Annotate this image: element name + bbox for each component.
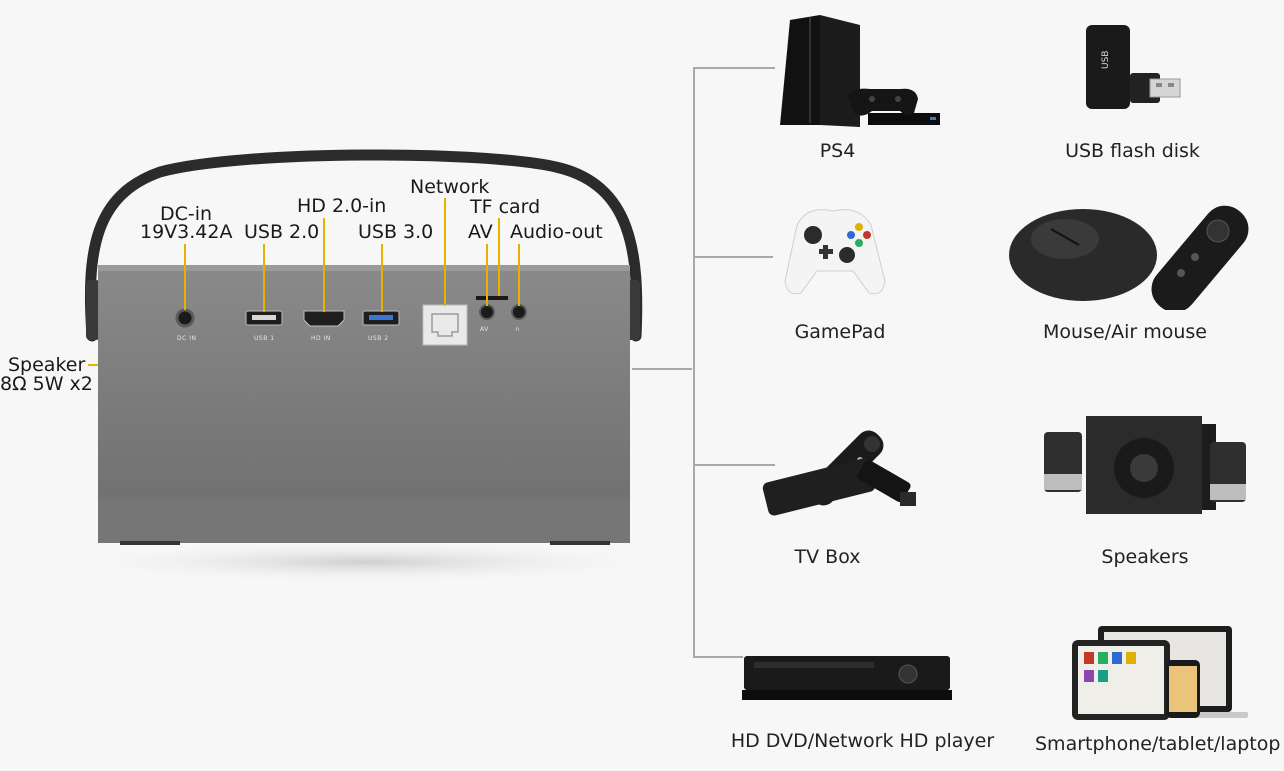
callout-usb3: USB 3.0 [358, 221, 434, 243]
mouse-icon [1009, 205, 1249, 310]
panel-label-ear: ∩ [515, 326, 520, 333]
leader-audio [518, 244, 520, 306]
leader-usb3 [381, 244, 383, 312]
callout-tf: TF card [470, 196, 541, 218]
dc-in-port [175, 308, 195, 328]
leader-usb2 [263, 244, 265, 312]
svg-text:USB: USB [1101, 51, 1111, 69]
tf-card-slot [476, 296, 508, 300]
panel-label-usb1: USB 1 [254, 335, 275, 342]
tv-box-icon [762, 430, 916, 516]
speakers-icon [1044, 416, 1246, 514]
handle [84, 149, 643, 342]
callout-network: Network [410, 176, 490, 198]
callout-av: AV [468, 221, 493, 243]
handle-mount-left [86, 280, 100, 340]
callout-dcin-spec: 19V3.42A [140, 221, 233, 243]
leader-network [444, 198, 446, 306]
callout-dcin: DC-in [160, 203, 213, 225]
tree-branch-2 [693, 256, 773, 258]
panel-label-dc: DC IN [177, 335, 197, 342]
floor-shadow [55, 540, 660, 584]
device-label-speakers: Speakers [1101, 546, 1189, 568]
audio-out-port [511, 304, 527, 320]
device-label-usb-flash: USB flash disk [1065, 140, 1200, 162]
callout-speaker: Speaker [8, 354, 86, 376]
leader-av [486, 244, 488, 306]
ps4-console-icon [780, 15, 940, 127]
callout-usb2: USB 2.0 [244, 221, 320, 243]
leader-speaker [88, 364, 98, 366]
device-label-tv-box: TV Box [794, 546, 861, 568]
device-label-mouse: Mouse/Air mouse [1043, 321, 1207, 343]
device-label-smartphone: Smartphone/tablet/laptop [1035, 733, 1281, 755]
callout-speaker-spec: 8Ω 5W x2 [0, 373, 93, 395]
hdmi-port [303, 310, 345, 327]
leader-dcin [184, 244, 186, 310]
usb-flash-disk-icon: USB [1086, 25, 1181, 109]
callout-audio: Audio-out [510, 221, 603, 243]
device-label-gamepad: GamePad [794, 321, 886, 343]
projector-illustration [55, 149, 660, 584]
network-port [422, 304, 468, 346]
tree-branch-3 [693, 464, 775, 466]
tree-trunk [693, 67, 695, 657]
panel-label-hd: HD IN [311, 335, 331, 342]
gamepad-icon [784, 209, 886, 295]
leader-hdmi [323, 218, 325, 312]
smartphone-tablet-laptop-icon [1072, 626, 1248, 720]
device-label-dvd: HD DVD/Network HD player [730, 730, 995, 752]
dvd-player-icon [742, 656, 952, 700]
tree-branch-1 [693, 67, 775, 69]
av-port [479, 304, 495, 320]
leader-tf [498, 218, 500, 296]
panel-label-usb2: USB 2 [368, 335, 389, 342]
callout-hdmi: HD 2.0-in [297, 195, 387, 217]
panel-label-av: AV [480, 326, 489, 333]
tree-stem [632, 368, 692, 370]
device-label-ps4: PS4 [819, 140, 856, 162]
tree-branch-4 [693, 656, 743, 658]
